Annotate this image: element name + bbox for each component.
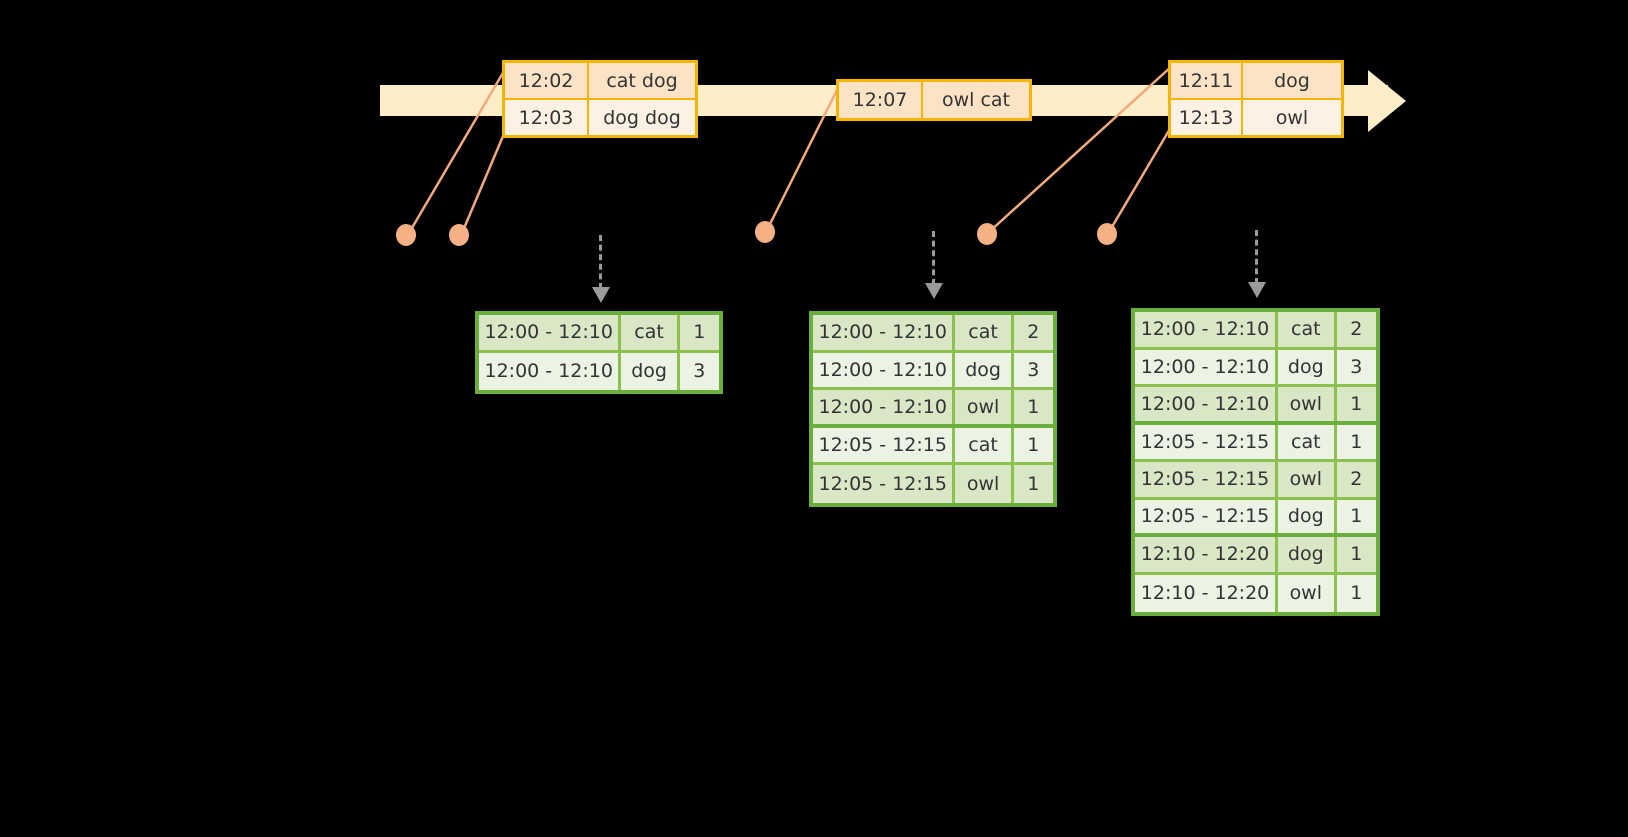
marker-1[interactable]	[396, 224, 416, 246]
cell-window: 12:00 - 12:10	[479, 315, 622, 350]
arrow-head-icon	[1248, 282, 1266, 298]
event-value: dog	[1243, 63, 1341, 98]
cell-count: 1	[1013, 465, 1053, 503]
cell-key: dog	[955, 352, 1014, 387]
cell-key: owl	[955, 465, 1014, 503]
cell-key: dog	[1278, 349, 1337, 384]
arrow-stem	[599, 235, 602, 289]
cell-count: 3	[679, 352, 719, 390]
event-group-2[interactable]: 12:07 owl cat	[836, 79, 1032, 121]
cell-key: dog	[1278, 537, 1337, 572]
event-time: 12:07	[839, 82, 923, 118]
marker-5[interactable]	[1097, 223, 1117, 245]
cell-window: 12:05 - 12:15	[1135, 499, 1279, 533]
cell-window: 12:00 - 12:10	[813, 352, 956, 387]
cell-window: 12:10 - 12:20	[1135, 537, 1279, 572]
cell-count: 2	[1336, 462, 1376, 497]
event-value: cat dog	[589, 63, 695, 98]
cell-count: 1	[1013, 427, 1053, 462]
cell-count: 2	[1336, 312, 1376, 347]
marker-3[interactable]	[755, 221, 775, 243]
marker-4[interactable]	[977, 223, 997, 245]
event-group-1[interactable]: 12:02 cat dog 12:03 dog dog	[502, 60, 698, 138]
cell-key: cat	[955, 315, 1014, 350]
event-time: 12:03	[505, 100, 589, 135]
cell-window: 12:00 - 12:10	[1135, 387, 1279, 421]
cell-count: 1	[1336, 387, 1376, 421]
cell-count: 1	[1336, 574, 1376, 612]
arrow-head-icon	[925, 283, 943, 299]
marker-2[interactable]	[449, 224, 469, 246]
arrow-stem	[1255, 230, 1258, 284]
cell-window: 12:00 - 12:10	[1135, 349, 1279, 384]
cell-key: dog	[621, 352, 680, 390]
cell-count: 1	[1013, 390, 1053, 424]
cell-key: dog	[1278, 499, 1337, 533]
cell-count: 3	[1336, 349, 1376, 384]
cell-count: 3	[1013, 352, 1053, 387]
event-row: 12:03 dog dog	[505, 100, 695, 135]
cell-window: 12:05 - 12:15	[1135, 462, 1279, 497]
event-row: 12:13 owl	[1171, 100, 1341, 135]
cell-window: 12:00 - 12:10	[479, 352, 622, 390]
arrow-head-icon	[592, 287, 610, 303]
event-time: 12:11	[1171, 63, 1243, 98]
cell-window: 12:00 - 12:10	[813, 315, 956, 350]
event-row: 12:02 cat dog	[505, 63, 695, 100]
cell-count: 1	[1336, 537, 1376, 572]
cell-key: cat	[1278, 424, 1337, 459]
cell-count: 1	[679, 315, 719, 350]
cell-key: cat	[1278, 312, 1337, 347]
cell-key: owl	[1278, 462, 1337, 497]
event-row: 12:07 owl cat	[839, 82, 1029, 118]
event-value: owl	[1243, 100, 1341, 135]
cell-count: 2	[1013, 315, 1053, 350]
arrow-stem	[932, 231, 935, 285]
connector-5	[1107, 121, 1176, 233]
cell-window: 12:05 - 12:15	[1135, 424, 1279, 459]
timeline-arrowhead-icon	[1368, 70, 1406, 132]
cell-window: 12:05 - 12:15	[813, 427, 956, 462]
cell-count: 1	[1336, 499, 1376, 533]
connector-2	[460, 121, 511, 234]
event-value: dog dog	[589, 100, 695, 135]
cell-window: 12:10 - 12:20	[1135, 574, 1279, 612]
event-group-3[interactable]: 12:11 dog 12:13 owl	[1168, 60, 1344, 138]
cell-key: owl	[1278, 387, 1337, 421]
event-row: 12:11 dog	[1171, 63, 1341, 100]
cell-key: cat	[955, 427, 1014, 462]
event-time: 12:13	[1171, 100, 1243, 135]
cell-window: 12:05 - 12:15	[813, 465, 956, 503]
cell-key: owl	[955, 390, 1014, 424]
cell-count: 1	[1336, 424, 1376, 459]
event-value: owl cat	[923, 82, 1029, 118]
cell-window: 12:00 - 12:10	[1135, 312, 1279, 347]
cell-key: cat	[621, 315, 680, 350]
event-time: 12:02	[505, 63, 589, 98]
cell-key: owl	[1278, 574, 1337, 612]
cell-window: 12:00 - 12:10	[813, 390, 956, 424]
